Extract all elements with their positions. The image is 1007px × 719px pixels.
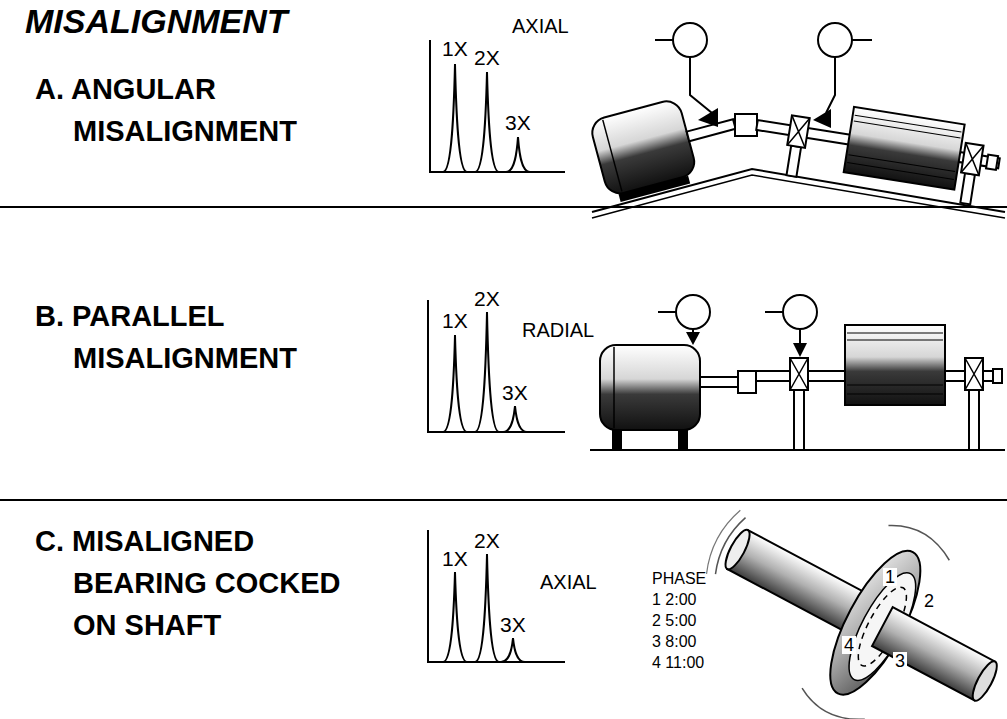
harmonic-label: 3X — [505, 112, 531, 133]
motor — [589, 85, 746, 204]
phase-reading: 4 11:00 — [652, 654, 704, 672]
section-divider — [0, 499, 1007, 501]
coupling — [738, 371, 756, 393]
cocked-bearing — [670, 449, 1007, 719]
vibration-sensor — [658, 295, 710, 345]
machine-train — [590, 295, 1005, 450]
harmonic-label: 2X — [474, 288, 500, 309]
harmonic-label: 1X — [442, 38, 468, 59]
direction-label: RADIAL — [522, 320, 594, 341]
callout-number: 3 — [893, 652, 907, 670]
bearing — [790, 358, 808, 390]
coupling — [735, 114, 757, 136]
callout-number: 2 — [922, 592, 936, 610]
section-heading: A. ANGULAR MISALIGNMENT — [35, 68, 363, 152]
harmonic-label: 2X — [474, 47, 500, 68]
harmonic-label: 3X — [500, 614, 526, 635]
bearing — [965, 358, 983, 390]
spectrum-plot — [430, 40, 565, 172]
pump — [750, 92, 1004, 207]
diagram-title: MISALIGNMENT — [25, 3, 288, 40]
motor — [600, 345, 700, 430]
direction-label: AXIAL — [540, 572, 597, 593]
phase-reading: 3 8:00 — [652, 633, 696, 651]
section-divider — [0, 206, 1007, 208]
harmonic-label: 1X — [442, 548, 468, 569]
phase-reading: 2 5:00 — [652, 612, 696, 630]
section-heading: B. PARALLEL MISALIGNMENT — [35, 295, 363, 379]
harmonic-label: 1X — [442, 310, 468, 331]
vibration-sensor — [813, 23, 872, 128]
callout-number: 1 — [883, 568, 897, 586]
phase-heading: PHASE — [652, 570, 706, 588]
harmonic-label: 2X — [474, 530, 500, 551]
phase-reading: 1 2:00 — [652, 591, 696, 609]
callout-number: 4 — [842, 636, 856, 654]
pump — [845, 325, 945, 405]
vibration-sensor — [765, 295, 817, 357]
section-heading: C. MISALIGNED BEARING COCKED ON SHAFT — [35, 520, 363, 646]
spectrum-plot — [428, 530, 565, 662]
direction-label: AXIAL — [512, 16, 569, 37]
harmonic-label: 3X — [502, 382, 528, 403]
machine-train — [589, 23, 1005, 218]
vibration-sensor — [655, 23, 718, 127]
